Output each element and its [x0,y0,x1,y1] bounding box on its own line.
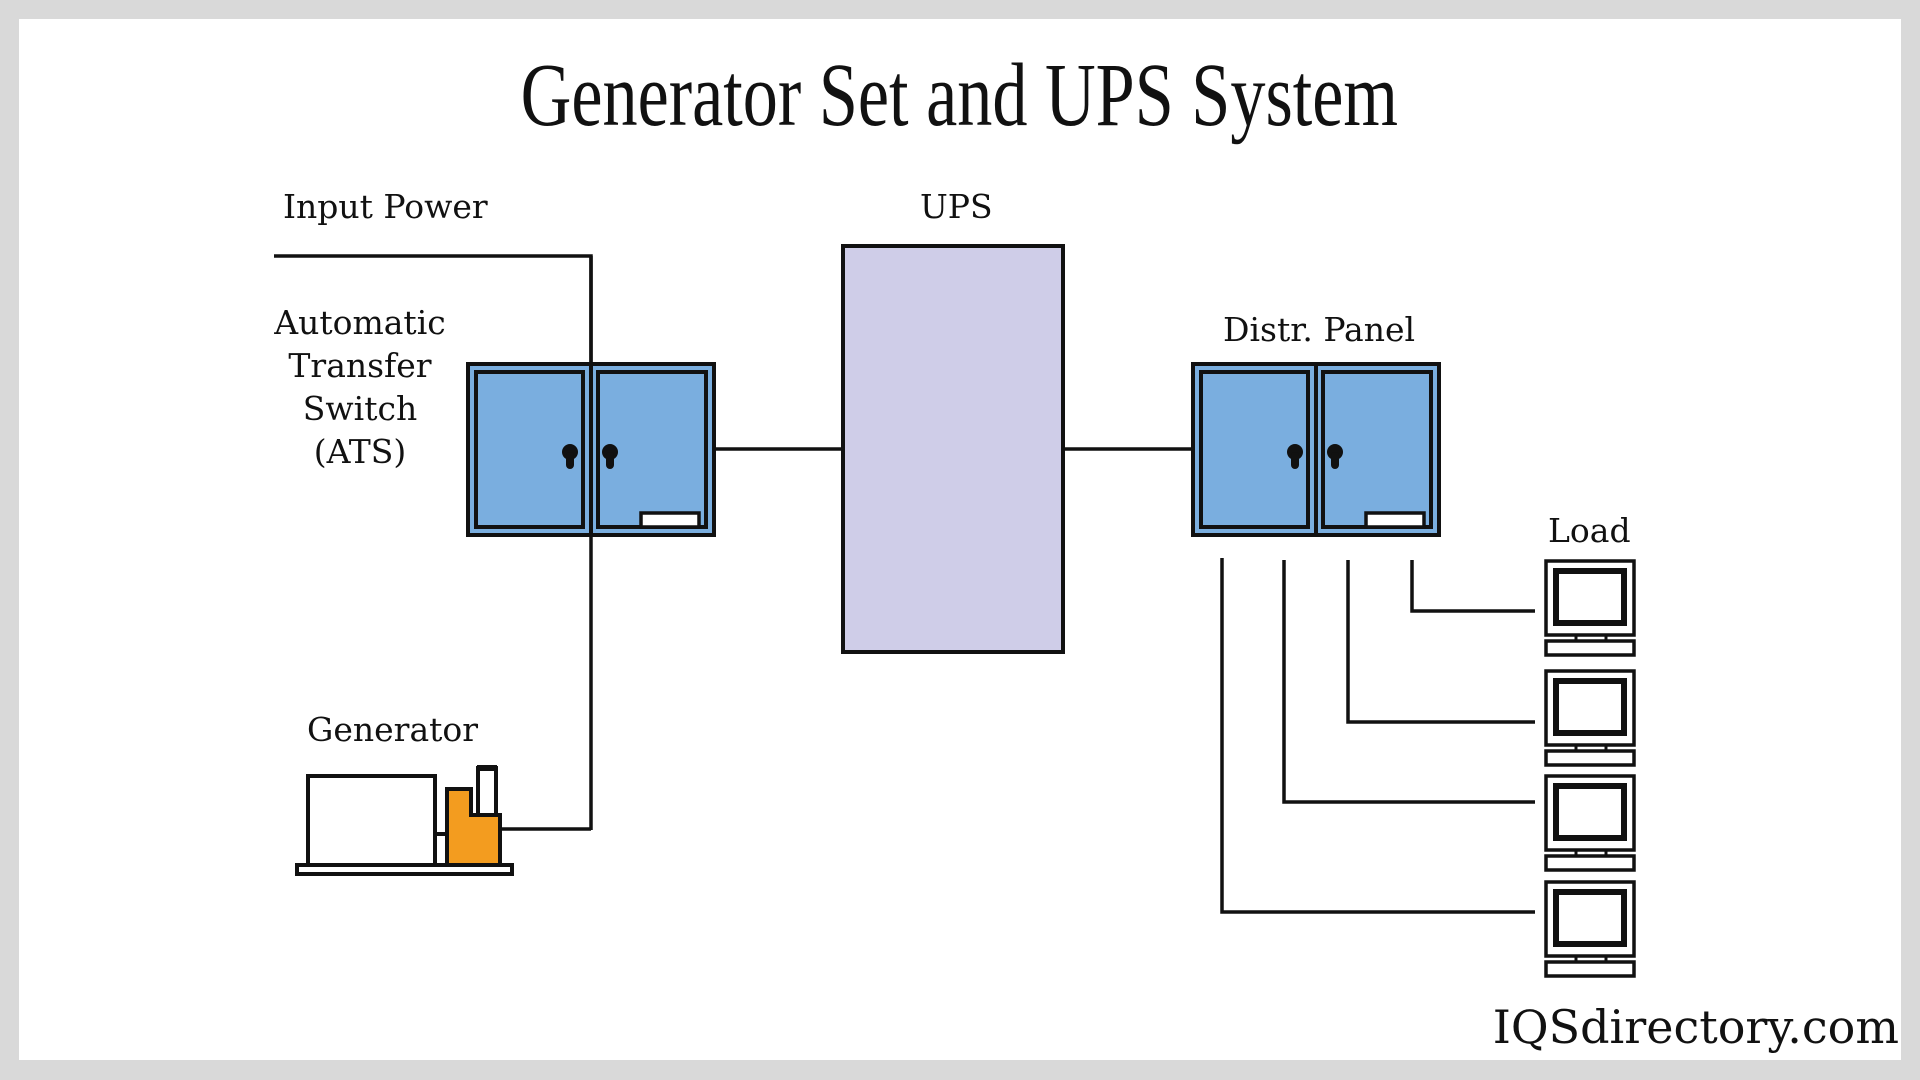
ats-label-line: Transfer [288,346,432,385]
page-title: Generator Set and UPS System [520,46,1399,145]
ats-label-line: (ATS) [313,432,407,471]
load-computers [1544,559,1636,978]
keyhole-icon [1287,444,1343,469]
computer-icon [1544,774,1636,872]
ups-label: UPS [920,187,993,226]
distr-panel-cabinet-icon [1191,362,1441,537]
computer-icon [1544,669,1636,767]
ats-label-line: Switch [302,389,418,428]
generator-icon [295,765,514,876]
ats-cabinet-icon [466,362,716,537]
ats-label: Automatic Transfer Switch (ATS) [260,301,460,473]
load-label: Load [1548,511,1631,550]
distr-panel-label: Distr. Panel [1223,310,1416,349]
wire-load-2 [1346,560,1535,724]
keyhole-icon [562,444,618,469]
ats-label-line: Automatic [274,303,446,342]
wire-load-3 [1282,560,1535,804]
ups-box [841,244,1065,654]
watermark-logo: IQSdirectory.com [1492,1000,1899,1054]
wire-load-4 [1220,558,1535,914]
wire-load-1 [1410,560,1535,613]
computer-icon [1544,559,1636,657]
computer-icon [1544,880,1636,978]
input-power-label: Input Power [283,187,488,226]
generator-label: Generator [307,710,479,749]
